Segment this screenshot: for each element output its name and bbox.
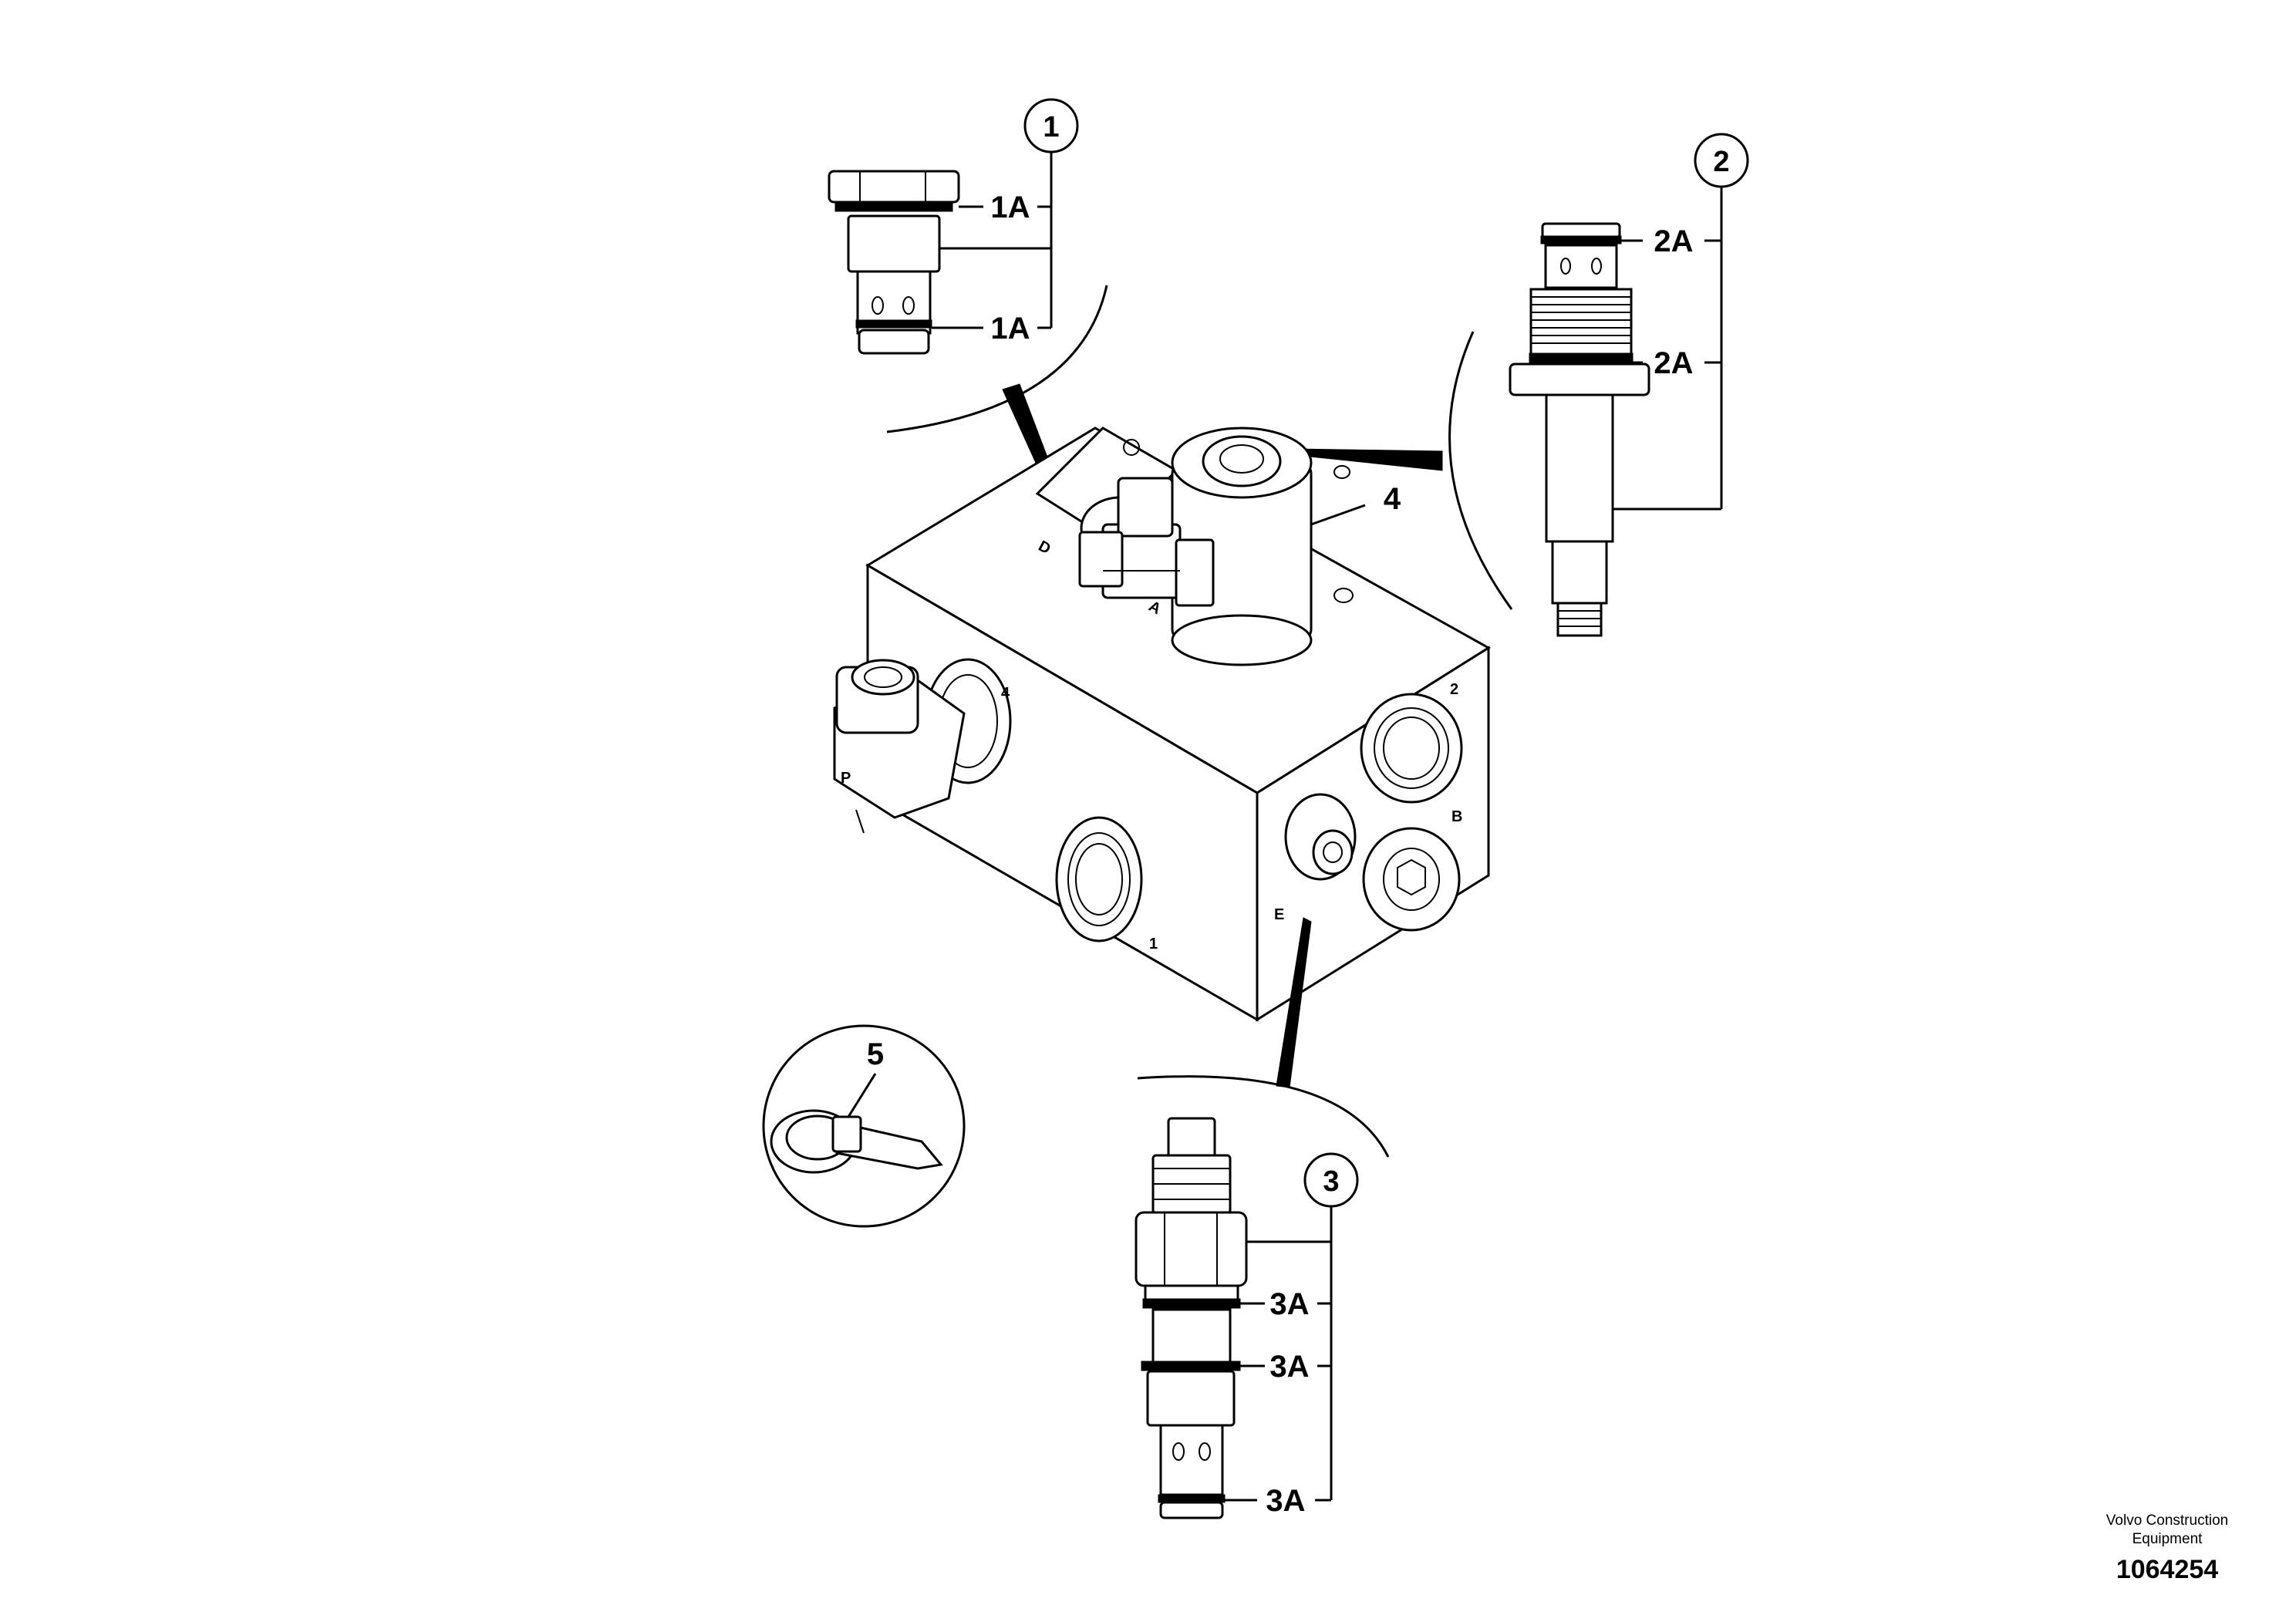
callout-5: 5	[867, 1037, 884, 1071]
detail-3-hex	[1135, 1211, 1248, 1287]
callout-3a-2: 3A	[1269, 1350, 1309, 1384]
detail-1-oring-bottom	[855, 319, 932, 329]
callout-circle-2	[1694, 133, 1749, 188]
port-label-e: E	[1274, 906, 1284, 923]
port-b-opening	[1362, 827, 1461, 932]
callout-circle-1	[1023, 98, 1079, 153]
callout-2a-bottom: 2A	[1654, 346, 1693, 380]
document-number: 1064254	[2116, 1555, 2219, 1584]
detail-1-cartridge: 1 1A 1A	[828, 98, 1108, 535]
valve-block: D A 4 2 B E 1 P 4	[833, 427, 1491, 1022]
detail-1-oring-top	[834, 201, 953, 212]
callout-1a-bottom: 1A	[990, 312, 1030, 346]
detail-3-oring-2	[1141, 1361, 1241, 1371]
footer-brand-block: Volvo Construction Equipment 1064254	[2082, 1512, 2252, 1585]
port-2-opening	[1360, 693, 1463, 804]
callout-circle-3	[1303, 1152, 1359, 1208]
detail-3-cartridge: 3 3A 3A 3A	[1135, 917, 1390, 1519]
detail-2-oring-top	[1540, 235, 1622, 244]
detail-3-pointer	[1276, 917, 1312, 1088]
detail-2-oring-bottom	[1529, 352, 1633, 363]
callout-1a-top: 1A	[990, 191, 1030, 224]
detail-3-arc	[1137, 1075, 1390, 1158]
detail-2-arc	[1448, 331, 1513, 610]
callout-1: 1	[1043, 111, 1059, 143]
detail-5-circle	[762, 1024, 966, 1228]
detail-5-cable-tie: 5	[762, 1024, 966, 1228]
callout-3: 3	[1323, 1165, 1339, 1198]
port-1-opening	[1055, 816, 1143, 943]
port-label-4: 4	[1001, 685, 1010, 702]
brand-line-1: Volvo Construction	[2106, 1512, 2229, 1529]
detail-3-oring-1	[1142, 1298, 1241, 1309]
port-label-2: 2	[1450, 681, 1458, 698]
detail-1-hex-cap	[828, 170, 960, 204]
detail-2-pointer	[1295, 448, 1443, 471]
detail-2-threads	[1529, 288, 1633, 356]
detail-2-hex-nut	[1509, 363, 1650, 396]
callout-2: 2	[1713, 146, 1729, 178]
port-label-p: P	[841, 770, 851, 787]
callout-3a-3: 3A	[1266, 1484, 1305, 1518]
port-label-1: 1	[1149, 936, 1158, 953]
callout-2a-top: 2A	[1654, 224, 1693, 258]
port-label-b: B	[1451, 808, 1462, 825]
elbow-fitting	[833, 658, 1012, 834]
detail-2-cartridge: 2 2A 2A	[1295, 133, 1749, 637]
brand-line-2: Equipment	[2132, 1531, 2203, 1547]
detail-1-arc	[886, 285, 1108, 433]
solenoid-connector	[1078, 477, 1215, 607]
callout-4: 4	[1384, 482, 1401, 516]
callout-3a-1: 3A	[1269, 1287, 1309, 1321]
